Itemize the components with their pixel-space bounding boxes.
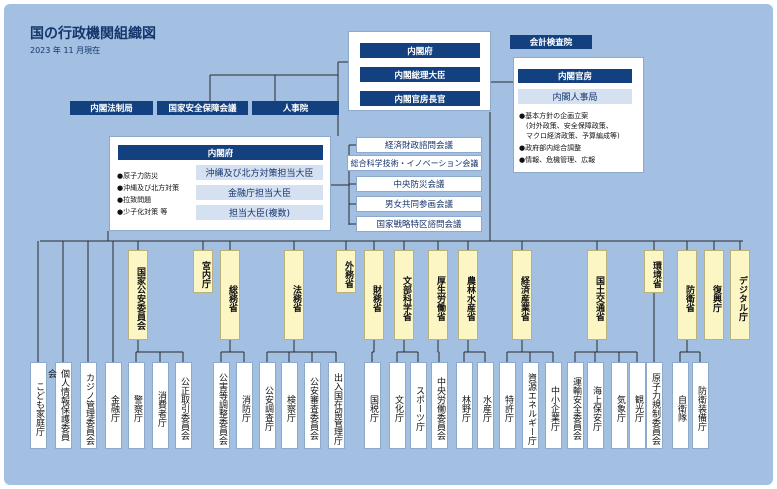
- fsa-minister: 金融庁担当大臣: [196, 185, 323, 200]
- naikakufu-bullet-3: ●拉致問題: [117, 196, 152, 204]
- ministry-npsc: 国家公安委員会: [128, 250, 148, 340]
- naikakufu-top-label: 内閣府: [360, 43, 480, 58]
- secretariat-bullet-3: マクロ経済政策、予算編成等): [526, 132, 620, 140]
- ministry-justice: 法務省: [284, 250, 304, 340]
- ministry-economy: 経済産業省: [512, 250, 532, 340]
- national-personnel-authority: 人事院: [252, 101, 339, 115]
- ministry-education: 文部科学省: [394, 250, 414, 340]
- secretariat-bullet-4: ●政府部内総合調整: [519, 144, 582, 152]
- agency-immigration: 出入国在留管理庁: [328, 362, 345, 449]
- ministry-digital: デジタル庁: [730, 250, 750, 340]
- agency-energy: 資源エネルギー庁: [522, 362, 539, 449]
- agency-police: 警察庁: [128, 362, 145, 449]
- agency-public-security-intel: 公安調査庁: [259, 362, 276, 449]
- ministry-imperial-household: 宮内庁: [193, 250, 213, 293]
- ministry-reconstruction: 復興庁: [704, 250, 724, 340]
- agency-sdf: 自衛隊: [672, 362, 689, 449]
- agency-forestry: 林野庁: [456, 362, 473, 449]
- chief-cabinet-secretary-label: 内閣官房長官: [360, 91, 480, 106]
- cabinet-secretariat-title: 内閣官房: [518, 69, 632, 83]
- ministry-health: 厚生労働省: [428, 250, 448, 340]
- agency-nuclear-regulation: 原子力規制委員会: [646, 362, 663, 449]
- ministry-foreign-affairs: 外務省: [336, 250, 356, 293]
- agency-labour-relations: 中央労働委員会: [431, 362, 448, 449]
- agency-public-security-exam: 公安審査委員会: [304, 362, 321, 449]
- okinawa-minister: 沖縄及び北方対策担当大臣: [196, 165, 323, 180]
- secretariat-bullet-2: (対外政策、安全保障政策、: [526, 122, 613, 130]
- ministry-land: 国土交通省: [587, 250, 607, 340]
- agency-national-tax: 国税庁: [364, 362, 381, 449]
- agency-cultural: 文化庁: [389, 362, 406, 449]
- agency-children-families: こども家庭庁: [30, 362, 47, 449]
- ministry-internal-affairs: 総務省: [220, 250, 240, 340]
- secretariat-bullet-1: ●基本方針の企画立案: [519, 112, 589, 120]
- agency-patent: 特許庁: [499, 362, 516, 449]
- naikakufu-bullet-2: ●沖縄及び北方対策: [117, 184, 180, 192]
- agency-fair-trade: 公正取引委員会: [175, 362, 192, 449]
- cabinet-legislation-bureau: 内閣法制局: [70, 101, 153, 115]
- chart-title: 国の行政機関組織図: [30, 26, 156, 42]
- agency-transport-safety: 運輸安全委員会: [567, 362, 584, 449]
- national-security-council: 国家安全保障会議: [157, 101, 248, 115]
- ministry-finance: 財務省: [364, 250, 384, 340]
- chart-date: 2023 年 11 月現在: [30, 46, 101, 55]
- agency-meteorological: 気象庁: [611, 362, 628, 449]
- agency-sme: 中小企業庁: [545, 362, 562, 449]
- council-economic-fiscal: 経済財政諮問会議: [356, 137, 482, 153]
- agency-consumer: 消費者庁: [152, 362, 169, 449]
- naikakufu-bullet-4: ●少子化対策 等: [117, 208, 168, 216]
- agency-fire-disaster: 消防庁: [236, 362, 253, 449]
- naikakufu-bullet-1: ●原子力防災: [117, 172, 159, 180]
- ministry-environment: 環境省: [644, 250, 664, 293]
- naikakufu-title: 内閣府: [118, 145, 323, 160]
- cabinet-personnel-bureau: 内閣人事局: [518, 89, 632, 104]
- agency-fsa: 金融庁: [105, 362, 122, 449]
- ministry-agriculture: 農林水産省: [458, 250, 478, 340]
- agency-sports: スポーツ庁: [410, 362, 427, 449]
- agency-privacy-commission: 個人情報保護委員会: [46, 362, 72, 449]
- council-disaster: 中央防災会議: [356, 176, 482, 192]
- council-science-innovation: 総合科学技術・イノベーション会議: [347, 155, 482, 171]
- agency-prosecutors: 検察庁: [281, 362, 298, 449]
- prime-minister-label: 内閣総理大臣: [360, 67, 480, 82]
- ministry-defense: 防衛省: [677, 250, 697, 340]
- council-gender-equality: 男女共同参画会議: [356, 196, 482, 212]
- agency-fisheries: 水産庁: [477, 362, 494, 449]
- board-of-audit: 会計検査院: [510, 35, 592, 49]
- secretariat-bullet-5: ●情報、危機管理、広報: [519, 156, 596, 164]
- agency-atla: 防衛装備庁: [692, 362, 709, 449]
- agency-tourism: 観光庁: [629, 362, 646, 449]
- agency-coast-guard: 海上保安庁: [587, 362, 604, 449]
- agency-casino-commission: カジノ管理委員会: [80, 362, 97, 449]
- ministers-of-state: 担当大臣(複数): [196, 205, 323, 220]
- council-strategic-zones: 国家戦略特区諮問会議: [356, 216, 482, 232]
- agency-environmental-dispute: 公害等調整委員会: [213, 362, 230, 449]
